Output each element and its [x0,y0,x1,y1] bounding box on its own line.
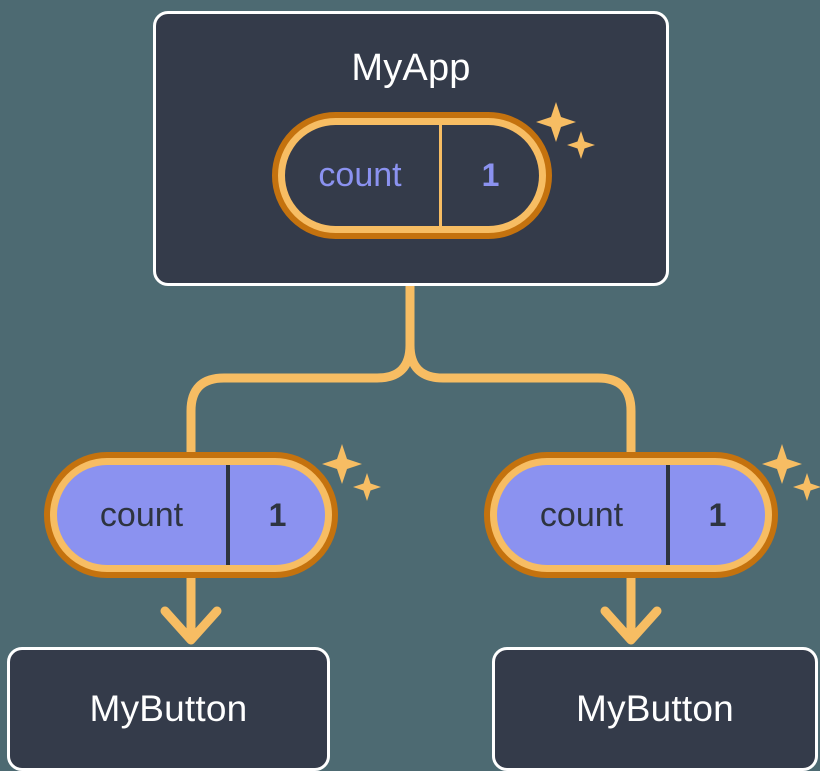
state-pill-child-right[interactable]: count 1 [484,452,778,578]
state-value: 1 [666,465,765,565]
state-pill-child-left[interactable]: count 1 [44,452,338,578]
state-key: count [318,156,402,194]
state-key: count [539,495,624,534]
arrow-down-icon-left [160,578,222,645]
mybutton-card-right[interactable]: MyButton [492,647,818,771]
state-value: 1 [226,465,325,565]
state-pill-inner: count 1 [57,465,325,565]
mybutton-card-title: MyButton [89,688,248,729]
state-pill-inner: count 1 [497,465,765,565]
connector-to-right-child [405,281,636,457]
state-key: count [99,495,184,534]
mybutton-card-left[interactable]: MyButton [7,647,330,771]
mybutton-card-title: MyButton [576,688,734,729]
arrow-down-icon-right [600,578,662,645]
state-pill-inner: count 1 [285,125,539,226]
connector-to-left-child [186,281,415,457]
myapp-card-title: MyApp [351,47,471,89]
state-value: 1 [439,125,539,226]
state-pill-myapp[interactable]: count 1 [272,112,552,239]
